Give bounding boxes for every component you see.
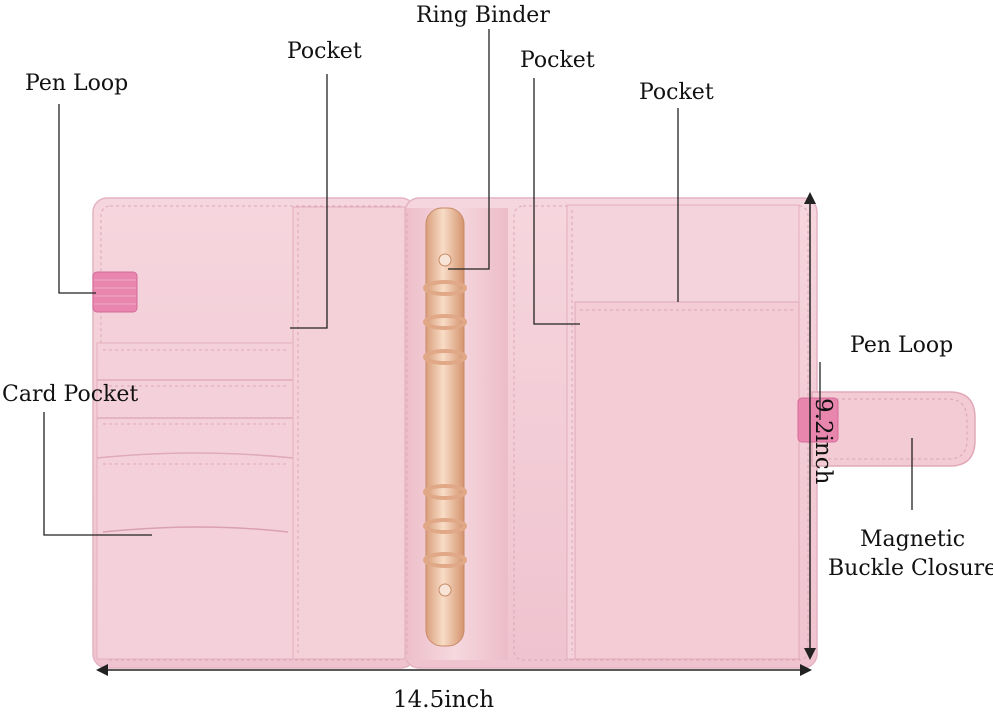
label-pen-loop-right: Pen Loop [850,333,953,358]
right-front-pocket [574,301,800,660]
leader-ring-binder [448,29,490,270]
dimension-height-label: 9.2inch [810,398,836,485]
magnetic-buckle-strap [811,391,976,467]
ring-binder-mechanism [423,207,467,647]
dimension-width-label: 14.5inch [393,687,494,713]
leader-lines [43,29,913,536]
label-card-pocket: Card Pocket [2,382,138,407]
leader-pen-loop-left [58,104,96,294]
label-closure-line1: Magnetic [860,527,965,552]
width-arrow [96,664,812,676]
height-arrow [804,192,816,660]
label-closure-line2: Buckle Closure [828,556,993,581]
leader-pocket-middle [533,78,580,325]
label-pen-loop-left: Pen Loop [25,71,128,96]
left-pocket [292,206,406,660]
label-ring-binder: Ring Binder [416,3,550,28]
label-pocket-right: Pocket [639,80,714,105]
label-pocket-left: Pocket [287,39,362,64]
pen-loop-right-strap [797,397,839,443]
leader-pocket-left [290,74,328,329]
binder-body [92,197,976,669]
pen-loop-left-strap [92,271,138,313]
label-pocket-middle: Pocket [520,48,595,73]
leader-card-pocket [43,412,152,536]
card-pockets [96,342,294,660]
